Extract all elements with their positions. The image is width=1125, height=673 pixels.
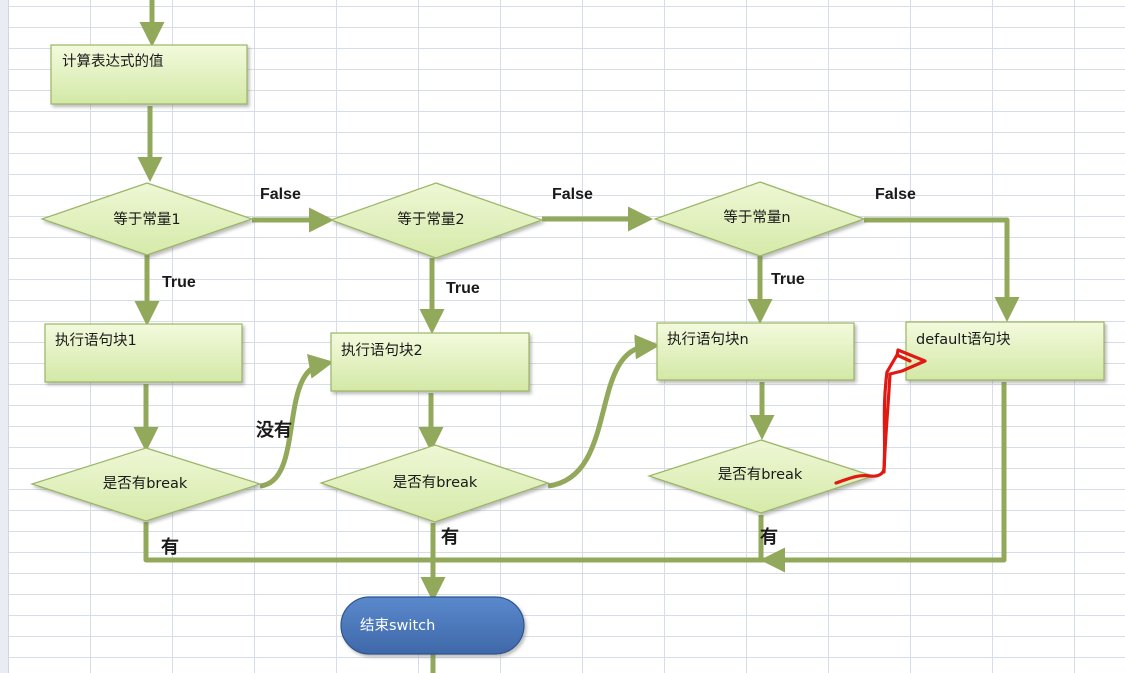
process-default (905, 321, 1105, 381)
label-break2: 是否有break (393, 474, 478, 491)
terminator-end (340, 596, 525, 655)
line-break1-has (143, 522, 1004, 563)
red-annotation-arrow (834, 348, 927, 485)
label-end: 结束switch (360, 617, 435, 634)
arrow-break1-no-to-exec2 (259, 354, 334, 489)
process-exec1 (44, 323, 243, 383)
label-break1: 是否有break (103, 475, 188, 492)
arrow-eqn-false (864, 217, 1020, 323)
edge-label-no-break: 没有 (256, 419, 292, 441)
label-execn: 执行语句块n (667, 331, 749, 348)
decision-breakn (647, 439, 875, 514)
process-execn (656, 322, 855, 381)
connectors (133, 0, 1020, 673)
process-exec2 (330, 332, 530, 392)
label-breakn: 是否有break (718, 466, 803, 483)
label-eq2: 等于常量2 (397, 210, 464, 228)
label-exec1: 执行语句块1 (55, 332, 137, 349)
edge-label-false-2: False (552, 186, 593, 203)
decision-eq2 (329, 182, 544, 259)
edge-label-true-n: True (771, 271, 805, 288)
edge-label-has-2: 有 (441, 526, 459, 548)
edge-label-true-1: True (162, 274, 196, 291)
label-exec2: 执行语句块2 (341, 342, 423, 359)
decision-break1 (30, 447, 262, 522)
decision-eqn (653, 181, 866, 257)
edge-label-false-1: False (260, 186, 301, 203)
edge-label-false-3: False (875, 186, 916, 203)
label-eqn: 等于常量n (723, 208, 790, 226)
edge-label-has-n: 有 (760, 526, 778, 548)
edge-label-has-1: 有 (161, 536, 179, 558)
process-evaluate (50, 44, 248, 105)
decision-eq1 (40, 182, 254, 256)
arrow-default-to-merge (759, 382, 1007, 573)
label-default: default语句块 (916, 331, 1011, 348)
edge-label-true-2: True (446, 280, 480, 297)
label-evaluate: 计算表达式的值 (62, 53, 164, 70)
arrow-break2-no-to-execn (547, 334, 660, 489)
decision-break2 (319, 444, 550, 523)
label-eq1: 等于常量1 (113, 210, 180, 228)
